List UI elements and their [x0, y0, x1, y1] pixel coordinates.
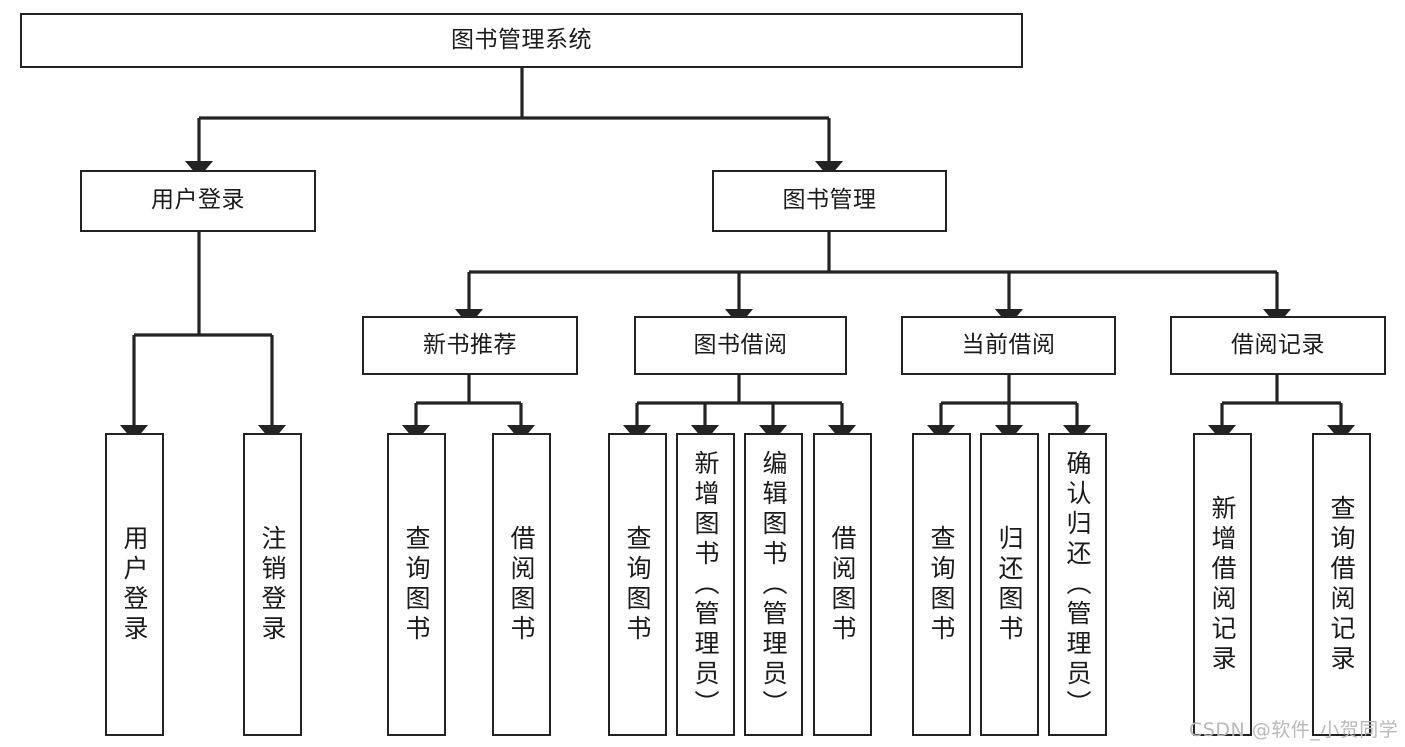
node-label: 图书借阅	[693, 331, 788, 358]
leaf-record-query-record[interactable]: 查询借阅记录	[1312, 433, 1371, 736]
node-label: 确认归还（管理员）	[1063, 449, 1092, 720]
leaf-user-login-signout[interactable]: 注销登录	[243, 433, 302, 736]
node-label: 借阅图书	[507, 524, 536, 645]
leaf-recommend-query-book[interactable]: 查询图书	[387, 433, 446, 736]
leaf-borrow-edit-book[interactable]: 编辑图书（管理员）	[744, 433, 803, 736]
node-label: 新增图书（管理员）	[691, 449, 720, 720]
node-label: 查询图书	[402, 524, 431, 645]
node-label: 查询借阅记录	[1327, 494, 1356, 675]
node-label: 用户登录	[151, 187, 245, 214]
leaf-user-login-signin[interactable]: 用户登录	[105, 433, 164, 736]
node-book-borrow[interactable]: 图书借阅	[634, 316, 847, 375]
node-label: 查询图书	[927, 524, 956, 645]
leaf-current-confirm-return[interactable]: 确认归还（管理员）	[1048, 433, 1107, 736]
csdn-watermark: CSDN @软件_小贺同学	[1189, 719, 1399, 741]
node-label: 借阅图书	[828, 524, 857, 645]
leaf-borrow-borrow-book[interactable]: 借阅图书	[813, 433, 872, 736]
node-current-borrow[interactable]: 当前借阅	[901, 316, 1116, 375]
node-label: 图书管理系统	[451, 26, 592, 53]
node-label: 归还图书	[995, 524, 1024, 645]
leaf-record-add-record[interactable]: 新增借阅记录	[1193, 433, 1252, 736]
node-new-book-recommend[interactable]: 新书推荐	[362, 316, 578, 375]
node-label: 图书管理	[782, 187, 877, 214]
leaf-current-query-book[interactable]: 查询图书	[912, 433, 971, 736]
node-book-management[interactable]: 图书管理	[712, 170, 947, 232]
leaf-borrow-add-book[interactable]: 新增图书（管理员）	[676, 433, 735, 736]
node-label: 新书推荐	[423, 331, 517, 358]
node-label: 用户登录	[120, 524, 149, 645]
leaf-borrow-query-book[interactable]: 查询图书	[608, 433, 667, 736]
node-root-system[interactable]: 图书管理系统	[20, 13, 1023, 68]
node-label: 编辑图书（管理员）	[759, 449, 788, 720]
leaf-recommend-borrow-book[interactable]: 借阅图书	[492, 433, 551, 736]
node-label: 新增借阅记录	[1208, 494, 1237, 675]
node-user-login[interactable]: 用户登录	[80, 170, 316, 232]
leaf-current-return-book[interactable]: 归还图书	[980, 433, 1039, 736]
node-label: 当前借阅	[961, 331, 1056, 358]
node-label: 借阅记录	[1231, 331, 1325, 358]
node-borrow-record[interactable]: 借阅记录	[1170, 316, 1386, 375]
node-label: 查询图书	[623, 524, 652, 645]
node-label: 注销登录	[258, 524, 287, 645]
